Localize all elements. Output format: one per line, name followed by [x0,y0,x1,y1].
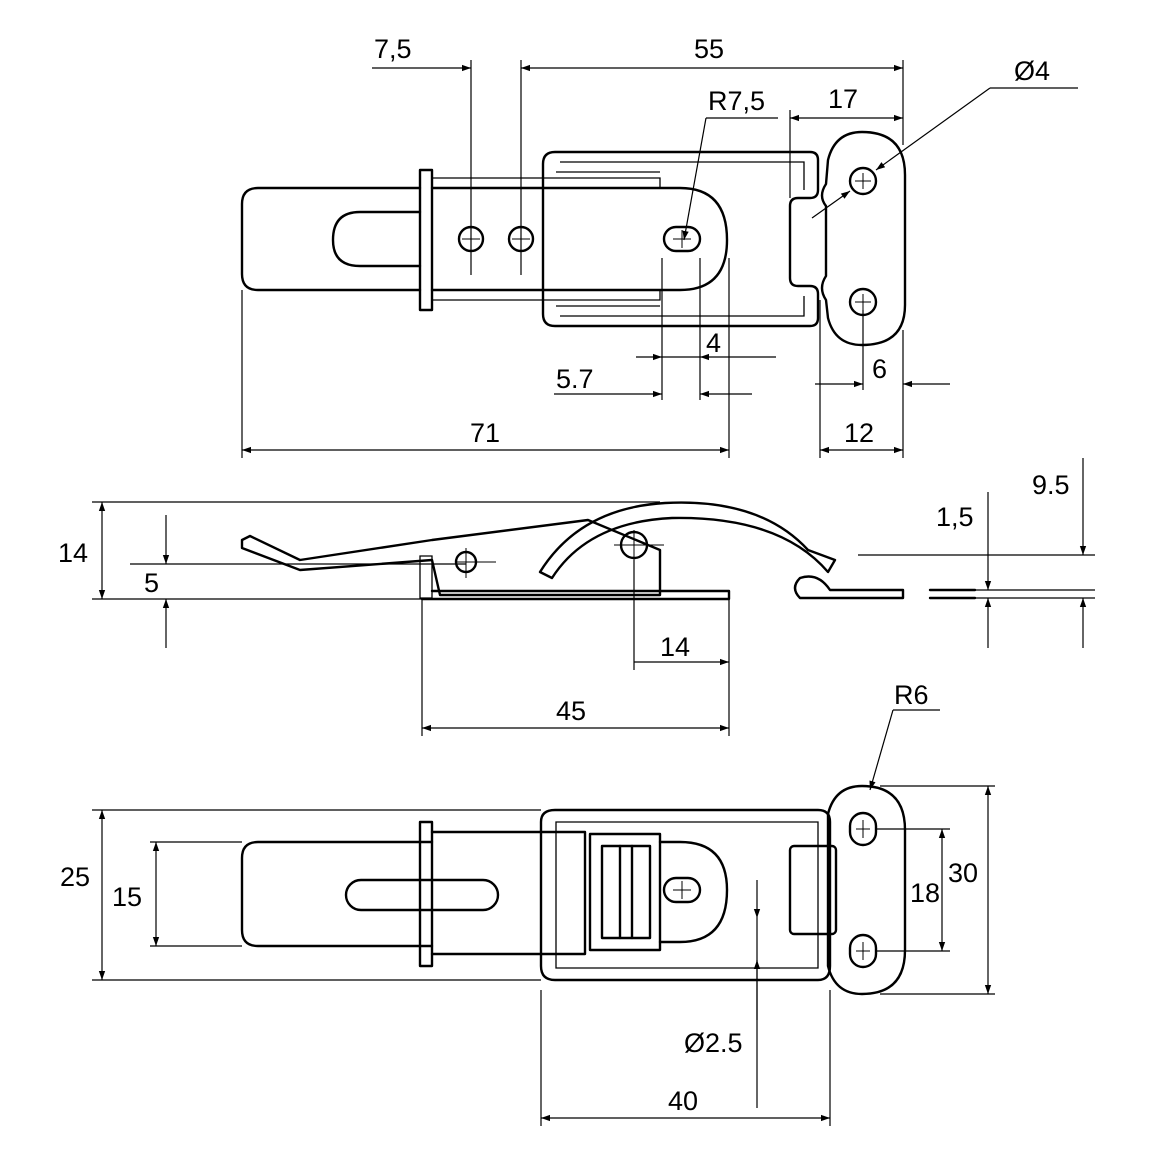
dim-14-height-label: 14 [58,538,88,568]
dim-dia2-5-label: Ø2.5 [684,1028,743,1058]
dim-25-label: 25 [60,862,90,892]
dim-55-label: 55 [694,34,724,64]
dim-9-5-label: 9.5 [1032,470,1070,500]
dim-r6-label: R6 [894,680,929,710]
dim-12-label: 12 [844,418,874,448]
side-lever [240,518,662,597]
side-view: 14 5 1,5 9.5 14 45 [58,458,1095,736]
keeper-plate [820,130,907,347]
dim-17-label: 17 [828,84,858,114]
lever-handle [240,186,422,292]
base-frame [541,150,820,328]
bottom-keeper-plate [826,784,907,996]
dim-15-label: 15 [112,882,142,912]
lever-body [430,186,729,292]
dim-14-length-label: 14 [660,632,690,662]
dim-7-5-label: 7,5 [374,34,412,64]
bottom-tongue [658,840,729,944]
dim-4-label: 4 [706,328,721,358]
dim-40-label: 40 [668,1086,698,1116]
side-hook-arc [538,501,837,580]
bottom-hinge [588,832,662,952]
bottom-lever [240,840,434,948]
bottom-lever-slot [344,878,500,912]
top-view: 7,5 55 R7,5 17 Ø4 4 5.7 6 12 [240,34,1078,458]
bottom-strike-bar [788,844,838,936]
lever-slot [331,210,422,268]
dim-18-label: 18 [910,878,940,908]
keeper-hole-top [848,166,878,196]
side-base-plate [420,589,731,601]
dim-r7-5-label: R7,5 [708,86,765,116]
dim-1-5-label: 1,5 [936,502,974,532]
slot-hole [662,225,702,253]
dim-6-label: 6 [872,354,887,384]
dim-5-7-label: 5.7 [556,364,594,394]
dim-45-label: 45 [556,696,586,726]
dim-30-label: 30 [948,858,978,888]
side-keeper [793,575,905,600]
bottom-view: R6 25 15 18 30 Ø2.5 40 [60,680,995,1126]
dim-71-label: 71 [470,418,500,448]
base-frame-inner [560,161,805,317]
dim-5-label: 5 [144,568,159,598]
dim-dia4-label: Ø4 [1014,56,1050,86]
